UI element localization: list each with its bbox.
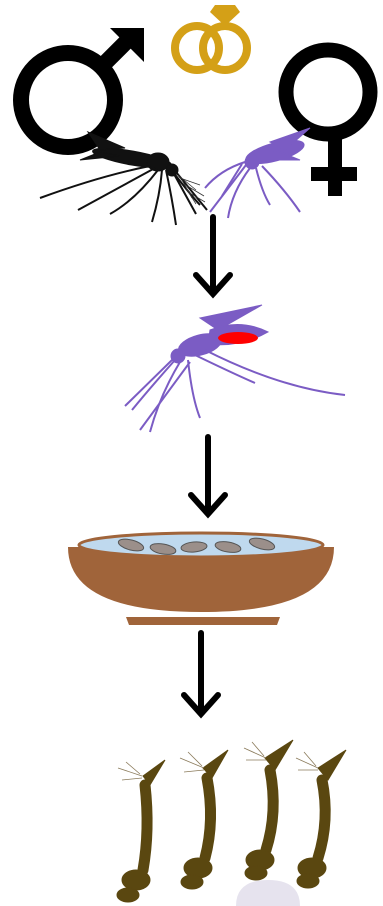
flow-arrow-2 [191, 437, 225, 514]
blood-fed-mosquito-icon [125, 305, 345, 432]
water-bowl-eggs-icon [68, 533, 334, 625]
larvae-stage [117, 740, 346, 906]
flow-arrow-1 [196, 217, 230, 294]
blood-meal-stage [125, 305, 345, 432]
female-mosquito-icon [205, 128, 310, 218]
male-symbol-icon [21, 38, 130, 147]
larva-icon [296, 750, 346, 888]
wedding-rings-icon [175, 5, 247, 70]
pupa-hint-icon [236, 880, 300, 906]
flow-arrow-3 [184, 633, 218, 714]
larva-icon [180, 750, 228, 889]
female-symbol-icon [286, 50, 370, 196]
egg-laying-stage [68, 533, 334, 625]
blood-in-abdomen [218, 332, 258, 344]
mating-stage [21, 5, 370, 225]
larva-icon [117, 760, 165, 902]
larva-icon [244, 740, 293, 880]
